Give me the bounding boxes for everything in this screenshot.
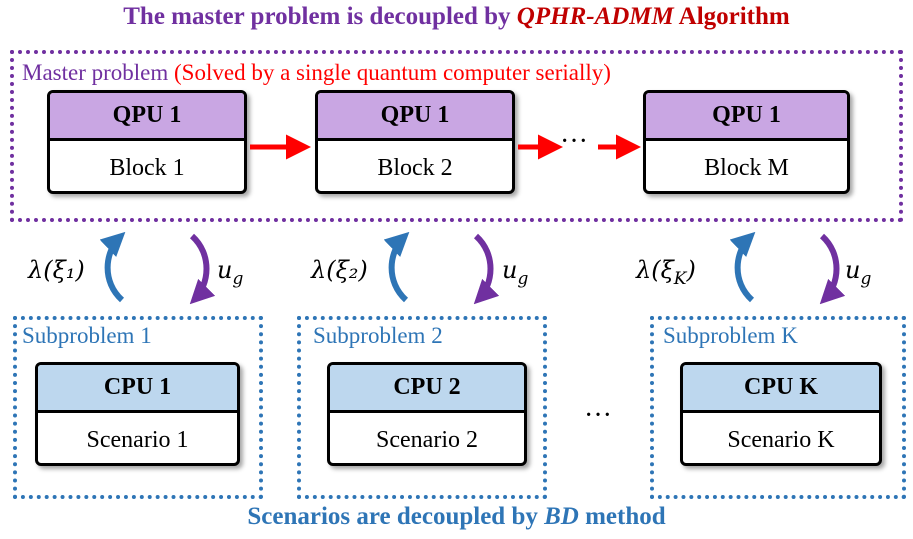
subproblem-label-2: Subproblem 2 — [313, 323, 443, 348]
u-label-2-main: u — [502, 256, 518, 284]
u-label-k-main: u — [845, 256, 861, 284]
lambda-label-k: λ(ξK) — [636, 256, 696, 289]
bottom-title: Scenarios are decoupled by BD method — [0, 503, 913, 531]
qpu-unit-2: QPU 1 Block 2 — [315, 90, 515, 194]
bottom-title-suffix: method — [578, 503, 666, 530]
u-arrow-1 — [189, 233, 216, 305]
lambda-arrow-1 — [99, 231, 126, 303]
block-body-1: Block 1 — [109, 154, 185, 181]
cpu-unit-2: CPU 2 Scenario 2 — [327, 362, 527, 466]
block-body-2: Block 2 — [377, 154, 453, 181]
top-title-prefix: The master problem is decoupled by — [123, 3, 517, 30]
master-label-prefix: Master problem — [22, 60, 175, 85]
subproblem-label-k: Subproblem K — [663, 323, 798, 348]
scenario-body-k: Scenario K — [727, 426, 835, 453]
cpu-unit-k: CPU K Scenario K — [680, 362, 882, 466]
qpu-unit-3: QPU 1 Block M — [643, 90, 850, 194]
qpu-head-3: QPU 1 — [646, 93, 847, 141]
top-title-suffix: Algorithm — [673, 3, 790, 30]
qpu-head-1: QPU 1 — [50, 93, 244, 141]
lambda-arrow-2 — [383, 231, 410, 303]
u-arrow-2 — [473, 233, 500, 305]
top-title-algorithm: QPHR-ADMM — [516, 3, 674, 30]
u-label-1-sub: g — [232, 268, 244, 289]
subproblem-box-2 — [297, 316, 547, 499]
lambda-label-k-main: λ(ξ — [636, 256, 674, 284]
cpu-head-k: CPU K — [683, 365, 879, 413]
lambda-arrow-k — [729, 231, 756, 303]
top-title: The master problem is decoupled by QPHR-… — [0, 3, 913, 31]
u-label-2: ug — [502, 256, 528, 289]
lambda-label-1: λ(ξ₁) — [28, 256, 85, 284]
subproblem-ellipsis: ··· — [584, 400, 612, 431]
qpu-head-2: QPU 1 — [318, 93, 512, 141]
block-body-3: Block M — [704, 154, 789, 181]
lambda-label-k-close: ) — [686, 256, 696, 284]
u-label-k: ug — [845, 256, 871, 289]
u-label-k-sub: g — [860, 268, 872, 289]
lambda-label-2: λ(ξ₂) — [311, 256, 368, 284]
lambda-label-k-sub: K — [673, 268, 687, 289]
u-label-1-main: u — [217, 256, 233, 284]
master-label-note: (Solved by a single quantum computer ser… — [174, 60, 611, 85]
u-label-2-sub: g — [517, 268, 529, 289]
bottom-title-method: BD — [544, 503, 579, 530]
subproblem-box-k — [650, 316, 906, 499]
cpu-head-1: CPU 1 — [38, 365, 237, 413]
qpu-unit-1: QPU 1 Block 1 — [47, 90, 247, 194]
subproblem-box-1 — [13, 316, 263, 499]
scenario-body-1: Scenario 1 — [86, 426, 189, 453]
master-ellipsis: ··· — [560, 126, 588, 157]
master-problem-label: Master problem (Solved by a single quant… — [22, 60, 611, 86]
cpu-head-2: CPU 2 — [330, 365, 524, 413]
subproblem-label-1: Subproblem 1 — [22, 323, 152, 348]
u-label-1: ug — [217, 256, 243, 289]
bottom-title-prefix: Scenarios are decoupled by — [247, 503, 545, 530]
u-arrow-k — [819, 233, 846, 305]
cpu-unit-1: CPU 1 Scenario 1 — [35, 362, 240, 466]
master-problem-box — [10, 50, 903, 222]
scenario-body-2: Scenario 2 — [376, 426, 478, 453]
